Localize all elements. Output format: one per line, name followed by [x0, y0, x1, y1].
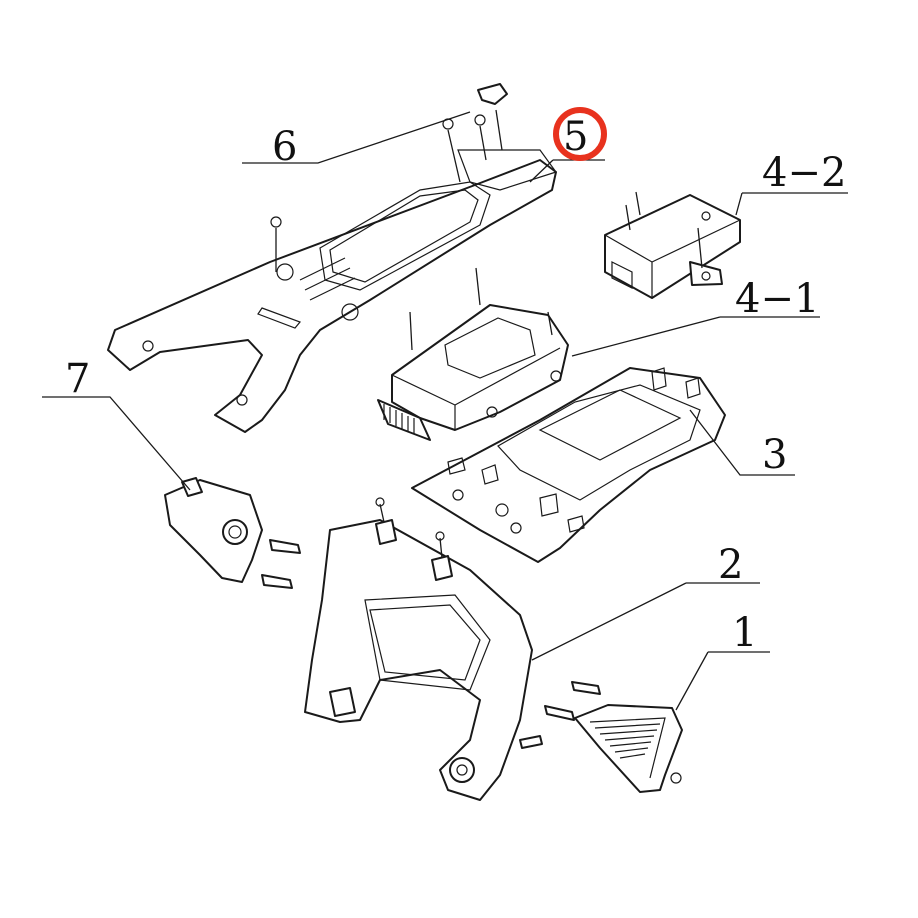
- label-part-4-2: 4−2: [762, 150, 846, 196]
- label-part-1: 1: [732, 610, 757, 656]
- label-part-3: 3: [762, 432, 787, 478]
- label-part-6: 6: [272, 124, 297, 170]
- part-labels: 6 5 4−2 4−1 3 7 2 1: [65, 107, 846, 656]
- part-2-lower-frame: [304, 497, 543, 801]
- part-3-mounting-plate: [411, 367, 726, 563]
- part-7-side-bracket: [164, 477, 301, 589]
- part-6-bracket: [107, 83, 557, 433]
- label-part-7: 7: [65, 356, 90, 402]
- part-4-2-controller: [604, 191, 741, 299]
- highlight-ring: [553, 107, 607, 161]
- label-part-2: 2: [718, 542, 743, 588]
- label-part-4-1: 4−1: [735, 276, 819, 322]
- part-4-1-ecu: [377, 267, 569, 441]
- part-1-cover: [544, 681, 683, 793]
